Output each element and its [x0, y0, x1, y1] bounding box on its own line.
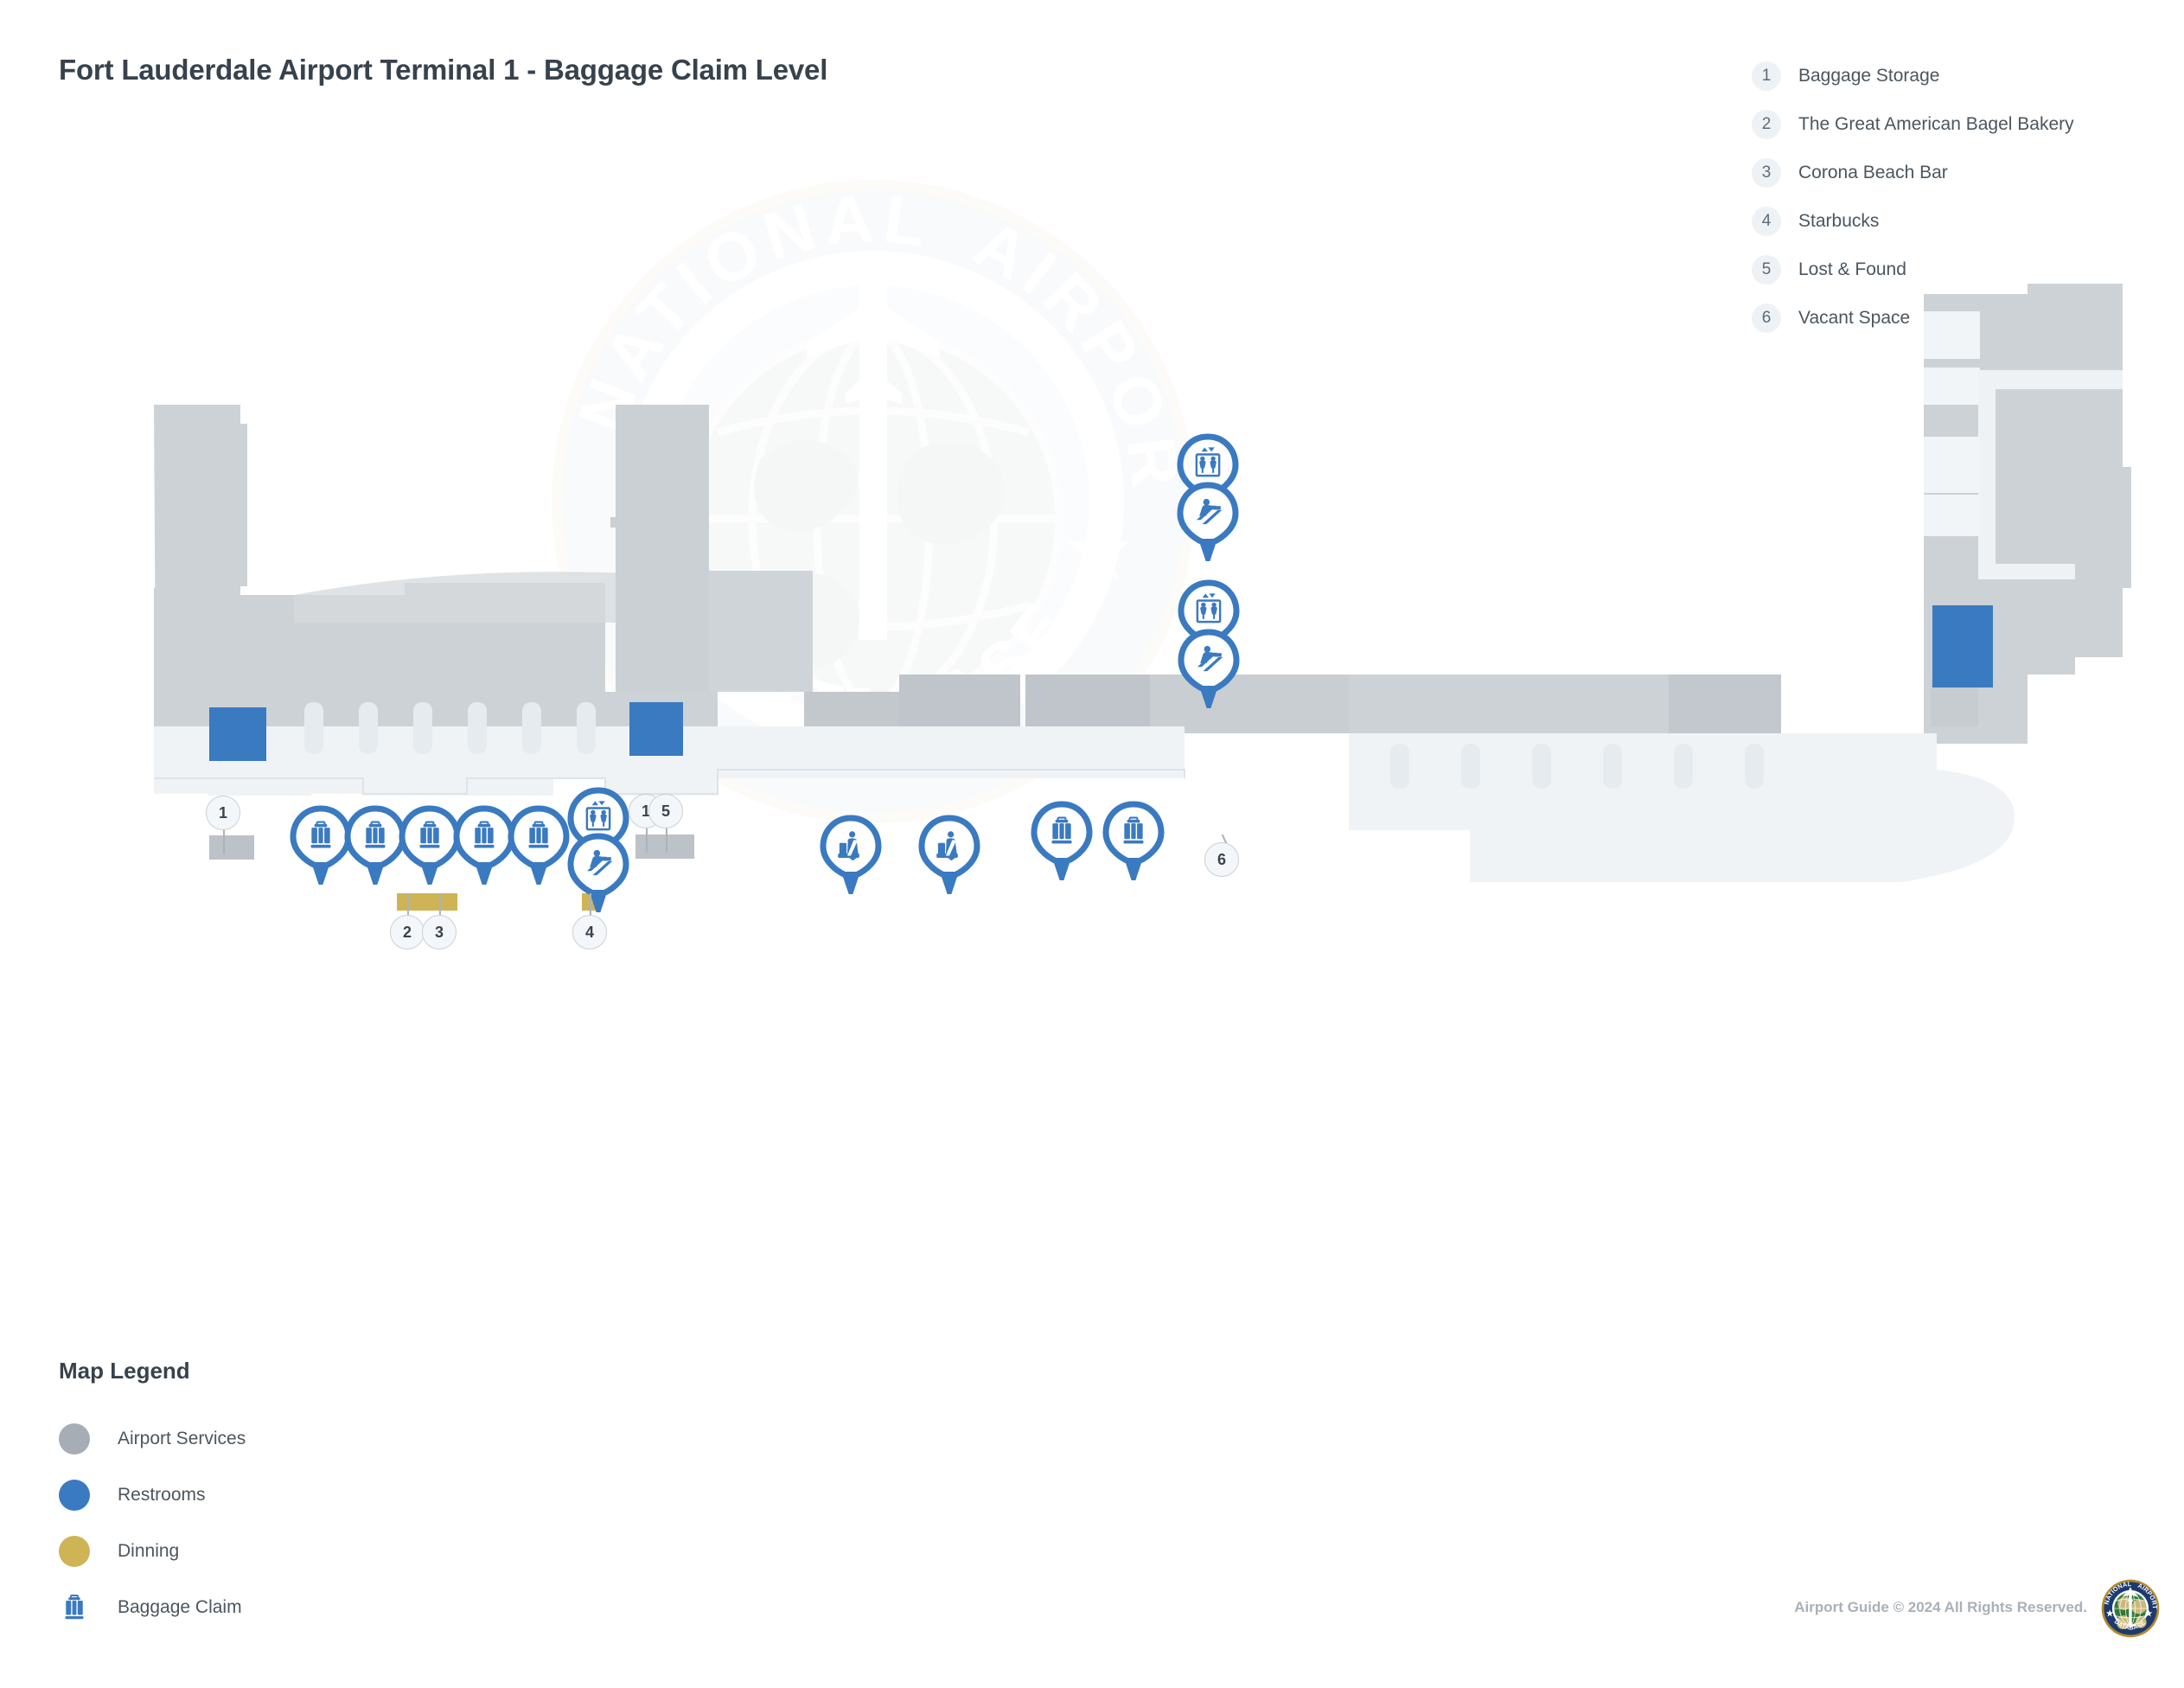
baggage-claim-icon[interactable]: [343, 805, 407, 892]
map-callout-number[interactable]: 3: [422, 915, 457, 950]
floorplan-svg: [154, 284, 2131, 911]
dining-areas-2: [397, 893, 457, 911]
national-airport-database-logo: NATIONAL AIRPORT DATABASE: [2101, 1579, 2160, 1638]
map-legend-title: Map Legend: [59, 1358, 190, 1384]
baggage-claim-icon[interactable]: [1030, 801, 1094, 887]
poi-number-badge: 6: [1752, 304, 1781, 333]
callout-leader-line: [646, 827, 648, 853]
map-callout-number[interactable]: 4: [572, 915, 607, 950]
map-legend-item: Restrooms: [59, 1467, 246, 1523]
map-callout-number[interactable]: 1: [206, 796, 240, 830]
poi-number-badge: 2: [1752, 110, 1781, 139]
poi-label: Starbucks: [1798, 211, 1880, 231]
escalator-icon[interactable]: [566, 833, 630, 919]
poi-legend-list: 1 Baggage Storage 2 The Great American Bage…: [1752, 52, 2158, 342]
legend-color-swatch: [59, 1423, 90, 1455]
baggage-storage-boxes: [209, 834, 694, 860]
legend-label: Baggage Claim: [118, 1596, 242, 1617]
poi-item[interactable]: 5 Lost & Found: [1752, 246, 2158, 294]
legend-color-swatch: [59, 1479, 90, 1511]
concourse-floor: [154, 702, 2015, 882]
page-title: Fort Lauderdale Airport Terminal 1 - Bag…: [59, 54, 828, 86]
poi-item[interactable]: 1 Baggage Storage: [1752, 52, 2158, 100]
poi-item[interactable]: 6 Vacant Space: [1752, 294, 2158, 342]
poi-number-badge: 4: [1752, 207, 1781, 236]
callout-leader-line: [666, 827, 667, 853]
poi-label: Baggage Storage: [1798, 66, 1940, 86]
map-callout-number[interactable]: 2: [390, 915, 425, 950]
poi-number-badge: 3: [1752, 158, 1781, 188]
callout-leader-line: [407, 893, 409, 932]
legend-label: Airport Services: [118, 1428, 246, 1448]
callout-leader-line: [439, 893, 441, 932]
poi-label: Lost & Found: [1798, 259, 1906, 279]
restroom-areas: [209, 605, 1993, 761]
map-legend-item: Baggage Claim: [59, 1579, 246, 1635]
map-callout-number[interactable]: 5: [648, 794, 683, 828]
poi-label: The Great American Bagel Bakery: [1798, 114, 2074, 134]
legend-label: Dinning: [118, 1540, 180, 1561]
map-legend-item: Dinning: [59, 1523, 246, 1579]
baggage-claim-icon: [59, 1592, 90, 1623]
poi-item[interactable]: 4 Starbucks: [1752, 197, 2158, 246]
information-desk-icon[interactable]: [917, 815, 981, 901]
terminal-map: NATIONAL AIRPORT DATABASE: [0, 173, 2184, 1297]
callout-leader-line: [223, 828, 225, 854]
information-desk-icon[interactable]: [819, 815, 883, 901]
services-areas: [154, 284, 2131, 770]
escalator-icon[interactable]: [1176, 482, 1240, 568]
poi-item[interactable]: 2 The Great American Bagel Bakery: [1752, 100, 2158, 149]
map-callout-number[interactable]: 6: [1204, 842, 1239, 877]
footer-copyright: Airport Guide © 2024 All Rights Reserved…: [1794, 1599, 2087, 1615]
baggage-claim-icon[interactable]: [507, 805, 571, 892]
poi-item[interactable]: 3 Corona Beach Bar: [1752, 149, 2158, 197]
poi-label: Corona Beach Bar: [1798, 163, 1948, 182]
baggage-claim-icon[interactable]: [1102, 801, 1165, 887]
poi-number-badge: 1: [1752, 61, 1781, 91]
floor-outlines: [154, 769, 1185, 795]
poi-label: Vacant Space: [1798, 308, 1911, 328]
escalator-icon[interactable]: [1177, 629, 1241, 715]
map-legend-item: Airport Services: [59, 1410, 246, 1467]
legend-label: Restrooms: [118, 1484, 206, 1505]
legend-color-swatch: [59, 1535, 90, 1567]
callout-leader-line: [590, 893, 591, 932]
poi-number-badge: 5: [1752, 255, 1781, 285]
